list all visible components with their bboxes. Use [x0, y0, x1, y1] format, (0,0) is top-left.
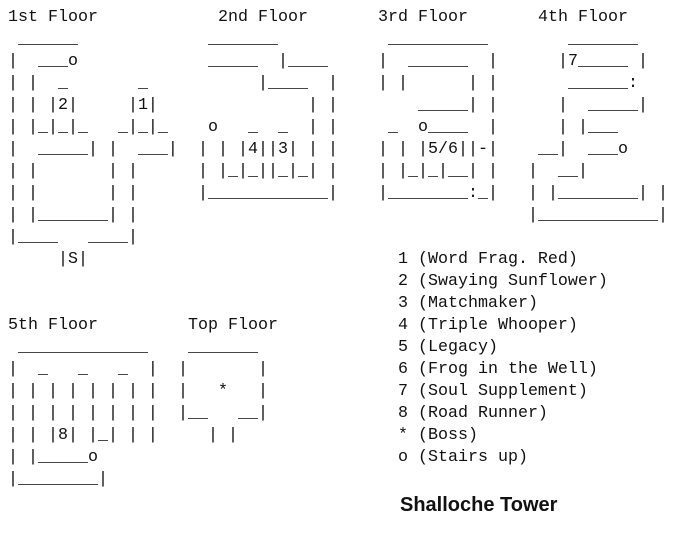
map-line: _____| |: [378, 96, 498, 115]
floor-map-4th: _______ |7_____ | ______: | _____| | |__…: [528, 29, 668, 227]
map-line: | | | |: [8, 184, 138, 203]
legend-item: * (Boss): [398, 426, 478, 445]
map-line: |________:_|: [378, 184, 498, 203]
map-line: _ o____ |: [378, 118, 498, 137]
floor-map-2nd: _______ _____ |____ |____ | | | o _ _ | …: [198, 29, 338, 205]
legend-item: 7 (Soul Supplement): [398, 382, 588, 401]
map-line: | |___: [528, 118, 618, 137]
map-line: | _ _ _ |: [8, 360, 158, 379]
map-line: |__ __|: [178, 404, 268, 423]
heading-4th-floor: 4th Floor: [538, 8, 628, 27]
floor-map-3rd: __________ | ______ | | | | | _____| | _ o…: [378, 29, 498, 205]
legend-item: o (Stairs up): [398, 448, 528, 467]
legend-item: 1 (Word Frag. Red): [398, 250, 578, 269]
floor-map-1st: ______ | ___o | | _ _ | | |2| |1| | |_|_|_ _…: [8, 29, 178, 271]
map-line: | |_|_|__| |: [378, 162, 498, 181]
map-line: |____ ____|: [8, 228, 138, 247]
heading-2nd-floor: 2nd Floor: [218, 8, 308, 27]
floor-map-5th: _____________ | _ _ _ | | | | | | | | | | |…: [8, 337, 158, 491]
map-line: |________|: [8, 470, 108, 489]
map-line: _______: [178, 338, 258, 357]
legend-item: 2 (Swaying Sunflower): [398, 272, 608, 291]
map-line: _____ |____: [198, 52, 328, 71]
legend-item: 6 (Frog in the Well): [398, 360, 598, 379]
map-line: | |_|_||_|_| |: [198, 162, 338, 181]
map-line: ______:: [528, 74, 638, 93]
map-line: | | |5/6||-|: [378, 140, 498, 159]
map-line: |____________|: [198, 184, 338, 203]
map-line: | | |4||3| | |: [198, 140, 338, 159]
map-line: _______: [528, 30, 638, 49]
heading-5th-floor: 5th Floor: [8, 316, 98, 335]
map-line: ______: [8, 30, 78, 49]
map-line: _____________: [8, 338, 148, 357]
map-line: o _ _ | |: [198, 118, 338, 137]
heading-1st-floor: 1st Floor: [8, 8, 98, 27]
map-line: | |_|_|_ _|_|_: [8, 118, 168, 137]
legend-item: 5 (Legacy): [398, 338, 498, 357]
map-line: | | |2| |1|: [8, 96, 158, 115]
legend-item: 4 (Triple Whooper): [398, 316, 578, 335]
floor-map-top: _______ | | | * | |__ __| | |: [178, 337, 268, 447]
map-line: | | | |: [8, 162, 138, 181]
map-line: __________: [378, 30, 488, 49]
map-line: | * |: [178, 382, 268, 401]
map-line: | ___o: [8, 52, 78, 71]
map-line: | |_____o: [8, 448, 98, 467]
map-line: | |________| |: [528, 184, 668, 203]
map-line: | | | |: [378, 74, 498, 93]
map-line: | _____| | ___|: [8, 140, 178, 159]
map-line: | __|: [528, 162, 588, 181]
map-line: |____ |: [198, 74, 338, 93]
map-line: | _____|: [528, 96, 648, 115]
legend: 1 (Word Frag. Red) 2 (Swaying Sunflower) 3…: [398, 249, 608, 469]
heading-3rd-floor: 3rd Floor: [378, 8, 468, 27]
map-line: | ______ |: [378, 52, 498, 71]
map-title: Shalloche Tower: [400, 494, 558, 516]
map-line: | |: [178, 426, 238, 445]
map-line: __| ___o: [528, 140, 628, 159]
map-line: _______: [198, 30, 278, 49]
legend-item: 3 (Matchmaker): [398, 294, 538, 313]
map-line: | |: [178, 360, 268, 379]
heading-top-floor: Top Floor: [188, 316, 278, 335]
map-line: |____________|: [528, 206, 668, 225]
map-line: | | | | | | | |: [8, 382, 158, 401]
map-line: |S|: [8, 250, 88, 269]
map-line: | | |8| |_| | |: [8, 426, 158, 445]
map-line: | | | | | | | |: [8, 404, 158, 423]
map-line: | |: [198, 96, 338, 115]
map-line: | | _ _: [8, 74, 148, 93]
legend-item: 8 (Road Runner): [398, 404, 548, 423]
map-line: |7_____ |: [528, 52, 648, 71]
map-line: | |_______| |: [8, 206, 138, 225]
